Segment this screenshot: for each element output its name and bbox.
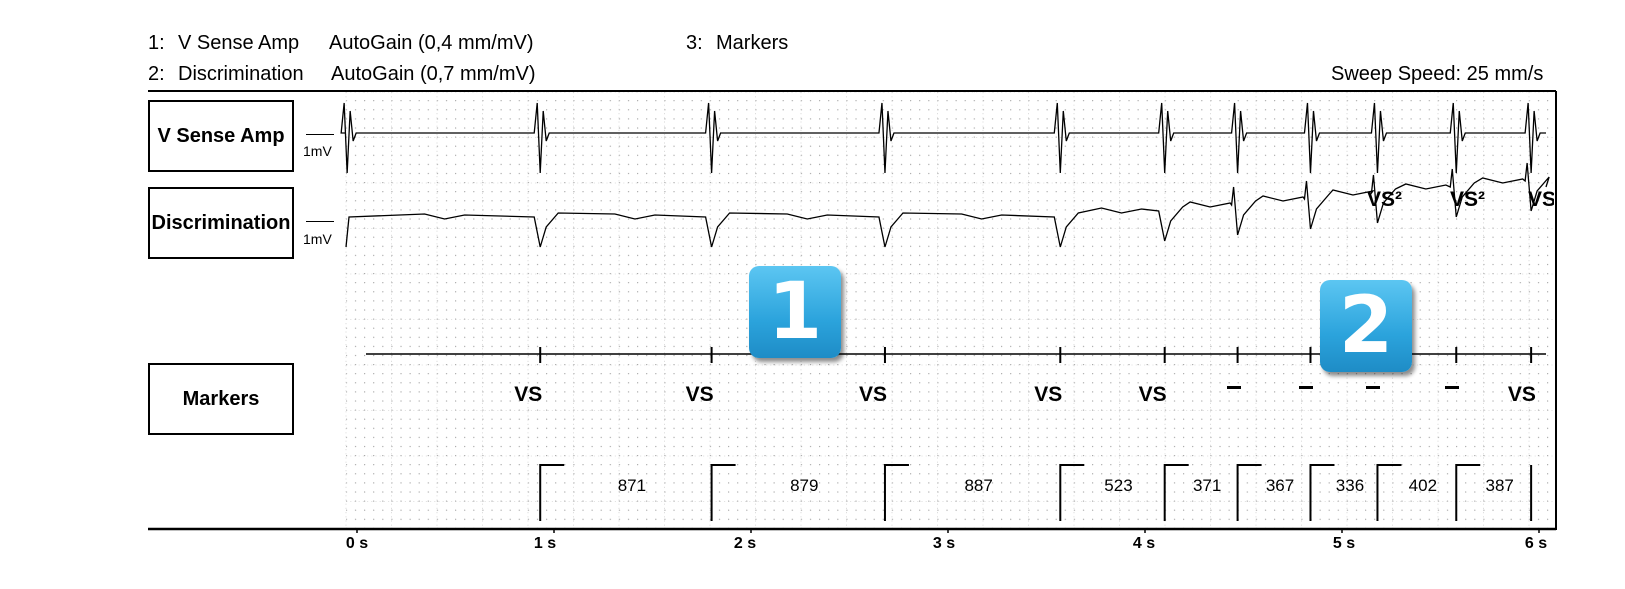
discrimination-annotation: VS² bbox=[1367, 188, 1403, 211]
time-axis-label: 4 s bbox=[1132, 535, 1156, 552]
channel-label-v-sense-amp: V Sense Amp bbox=[148, 100, 294, 172]
channel-1-name: V Sense Amp bbox=[178, 32, 300, 54]
v-sense-amp-trace bbox=[340, 102, 1546, 174]
marker-label bbox=[1226, 386, 1241, 389]
time-axis-label: 6 s bbox=[1524, 535, 1548, 552]
marker-label bbox=[1299, 386, 1314, 389]
interval-bracket bbox=[710, 464, 736, 521]
marker-label: VS bbox=[685, 383, 714, 406]
scale-bar-1 bbox=[306, 134, 334, 135]
scale-label-2: 1mV bbox=[303, 231, 332, 247]
channel-2-name: Discrimination bbox=[178, 63, 304, 85]
interval-value: 879 bbox=[790, 476, 819, 495]
interval-brackets bbox=[539, 464, 1533, 521]
discrimination-annotation: VS² bbox=[1450, 188, 1486, 211]
interval-value: 871 bbox=[617, 476, 647, 495]
marker-label bbox=[1445, 386, 1460, 389]
channel-label-markers: Markers bbox=[148, 363, 294, 435]
interval-bracket bbox=[883, 464, 909, 521]
interval-bracket bbox=[1163, 464, 1189, 521]
marker-label: VS bbox=[1507, 383, 1536, 406]
marker-label: VS bbox=[1034, 383, 1063, 406]
scale-bar-2 bbox=[306, 221, 334, 222]
time-axis-label: 3 s bbox=[932, 535, 956, 552]
callout-badge-2: 2 bbox=[1320, 280, 1412, 372]
channel-2-gain: AutoGain (0,7 mm/mV) bbox=[331, 63, 536, 85]
time-axis-label: 5 s bbox=[1332, 535, 1356, 552]
callout-badge-1: 1 bbox=[749, 266, 841, 358]
channel-3-number: 3: bbox=[686, 32, 703, 54]
channel-1-number: 1: bbox=[148, 32, 165, 54]
marker-label: VS bbox=[1138, 383, 1167, 406]
interval-value: 367 bbox=[1265, 476, 1295, 495]
sweep-speed: Sweep Speed: 25 mm/s bbox=[1331, 63, 1544, 85]
marker-label bbox=[1366, 386, 1381, 389]
interval-value: 402 bbox=[1408, 476, 1438, 495]
interval-value: 887 bbox=[964, 476, 993, 495]
interval-bracket bbox=[1376, 464, 1402, 521]
time-axis-label: 1 s bbox=[533, 535, 557, 552]
channel-label-discrimination: Discrimination bbox=[148, 187, 294, 259]
interval-value: 387 bbox=[1485, 476, 1514, 495]
scale-label-1: 1mV bbox=[303, 143, 332, 159]
interval-bracket bbox=[539, 464, 565, 521]
axis-ticks bbox=[356, 528, 1540, 533]
channel-2-number: 2: bbox=[148, 63, 165, 85]
discrimination-annotation: VS bbox=[1528, 188, 1554, 211]
interval-bracket bbox=[1455, 464, 1481, 521]
interval-value: 371 bbox=[1192, 476, 1222, 495]
interval-bracket bbox=[1236, 464, 1262, 521]
time-axis-label: 2 s bbox=[733, 535, 757, 552]
discrimination-trace bbox=[345, 162, 1550, 248]
time-axis-label: 0 s bbox=[345, 535, 369, 552]
interval-value: 523 bbox=[1104, 476, 1133, 495]
interval-bracket bbox=[1059, 464, 1085, 521]
marker-label: VS bbox=[858, 383, 887, 406]
interval-value: 336 bbox=[1335, 476, 1365, 495]
interval-bracket bbox=[1309, 464, 1335, 521]
channel-1-gain: AutoGain (0,4 mm/mV) bbox=[329, 32, 534, 54]
marker-label: VS bbox=[514, 383, 543, 406]
channel-3-name: Markers bbox=[716, 32, 789, 54]
